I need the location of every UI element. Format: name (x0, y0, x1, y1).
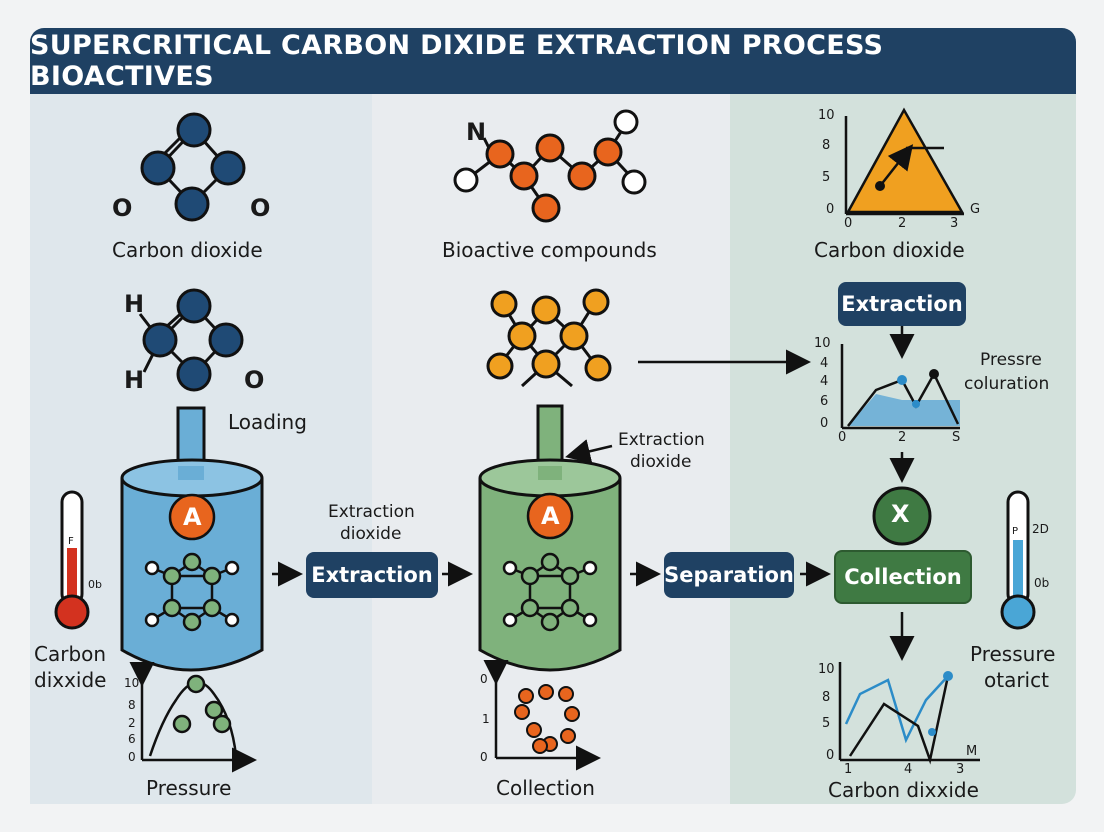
bioactive-hex-molecule (486, 288, 612, 388)
x-badge (872, 486, 932, 546)
top-chart-xtick-0: 0 (844, 216, 853, 231)
extraction-box-right: Extraction (838, 282, 966, 326)
middle-chart-tick-0: 0 (480, 672, 488, 686)
atom-h-bottom: H (124, 366, 145, 394)
loading-vessel (120, 406, 264, 672)
left-chart-tick-4: 0 (128, 750, 136, 764)
top-chart-ytick-3: 0 (826, 202, 835, 217)
middle-mini-chart (483, 660, 601, 771)
flow-arrows (272, 326, 915, 661)
thermo-left-0b: 0b (88, 578, 102, 591)
carbon-label-line2: dixxide (34, 668, 107, 692)
atom-o-right: O (250, 194, 271, 222)
thermo-right-20: 2D (1032, 522, 1049, 536)
pressure-coluration-line1: Pressre (980, 350, 1042, 370)
carbon-dixxide-right: Carbon dixxide (828, 778, 979, 802)
bottom-chart-xtick-1: 4 (904, 762, 913, 777)
collection-label-middle: Collection (496, 776, 595, 800)
x-badge-label: X (891, 500, 910, 528)
top-chart-ytick-1: 8 (822, 138, 831, 153)
mid-chart-xtick-0: 0 (838, 430, 847, 445)
atom-n: N (466, 118, 487, 146)
co2-label: Carbon dioxide (112, 238, 263, 262)
vessel-badge-left: A (183, 503, 202, 531)
pressure-otarict-line1: Pressure (970, 642, 1056, 666)
mid-chart-xtick-2: S (952, 430, 961, 445)
co2-molecule-top (140, 112, 246, 222)
h2o-molecule (138, 288, 244, 392)
left-chart-tick-2: 2 (128, 716, 136, 730)
right-mid-chart (840, 344, 960, 430)
bottom-chart-ytick-1: 8 (822, 690, 831, 705)
mid-chart-ytick-2: 4 (820, 374, 829, 389)
top-chart-ytick-2: 5 (822, 170, 831, 185)
carbon-label-line1: Carbon (34, 642, 107, 666)
left-chart-tick-3: 6 (128, 732, 136, 746)
pressure-otarict-line2: otarict (984, 668, 1049, 692)
left-mini-chart (129, 662, 257, 773)
mid-chart-xtick-1: 2 (898, 430, 907, 445)
co2-label-right: Carbon dioxide (814, 238, 965, 262)
thermo-right-p: P (1012, 526, 1019, 537)
loading-label: Loading (228, 410, 307, 434)
bioactive-chain-molecule (453, 109, 647, 223)
bottom-chart-ytick-2: 5 (822, 716, 831, 731)
thermometer-right-icon (1000, 490, 1036, 630)
bottom-chart-xsuffix: M (966, 744, 978, 759)
top-chart-ytick-0: 10 (818, 108, 835, 123)
bottom-chart-ytick-0: 10 (818, 662, 835, 677)
bioactive-label: Bioactive compounds (442, 238, 657, 262)
mid-chart-ytick-0: 10 (814, 336, 831, 351)
collection-box-right: Collection (834, 550, 972, 604)
top-chart-xsuffix: G (970, 202, 981, 217)
atom-o-bottom: O (244, 366, 265, 394)
atom-o-left: O (112, 194, 133, 222)
thermo-left-f: F (68, 536, 74, 547)
top-chart-xtick-2: 3 (950, 216, 959, 231)
side-label-line2: dioxide (630, 452, 692, 472)
middle-chart-tick-2: 0 (480, 750, 488, 764)
bottom-chart-ytick-3: 0 (826, 748, 835, 763)
mid-chart-ytick-4: 0 (820, 416, 829, 431)
extraction-dioxide-line2: dioxide (340, 524, 402, 544)
right-top-chart (844, 107, 965, 216)
bottom-chart-xtick-2: 3 (956, 762, 965, 777)
extraction-step-box: Extraction (306, 552, 438, 598)
mid-chart-ytick-1: 4 (820, 356, 829, 371)
separation-step-box: Separation (664, 552, 794, 598)
atom-h-top: H (124, 290, 145, 318)
left-chart-tick-0: 10 (124, 676, 140, 690)
mid-chart-ytick-3: 6 (820, 394, 829, 409)
middle-chart-tick-1: 1 (482, 712, 490, 726)
top-chart-xtick-1: 2 (898, 216, 907, 231)
left-chart-tick-1: 8 (128, 698, 136, 712)
pressure-coluration-line2: coluration (964, 374, 1050, 394)
extraction-vessel (478, 404, 622, 672)
thermometer-left-icon (54, 490, 90, 630)
diagram-title: SUPERCRITICAL CARBON DIXIDE EXTRACTION P… (30, 28, 1076, 94)
thermo-right-0b: 0b (1034, 576, 1050, 590)
extraction-dioxide-line1: Extraction (328, 502, 415, 522)
pressure-label-left: Pressure (146, 776, 232, 800)
bottom-chart-xtick-0: 1 (844, 762, 853, 777)
side-label-line1: Extraction (618, 430, 705, 450)
right-bottom-chart (838, 662, 980, 765)
vessel-badge-middle: A (541, 502, 560, 530)
